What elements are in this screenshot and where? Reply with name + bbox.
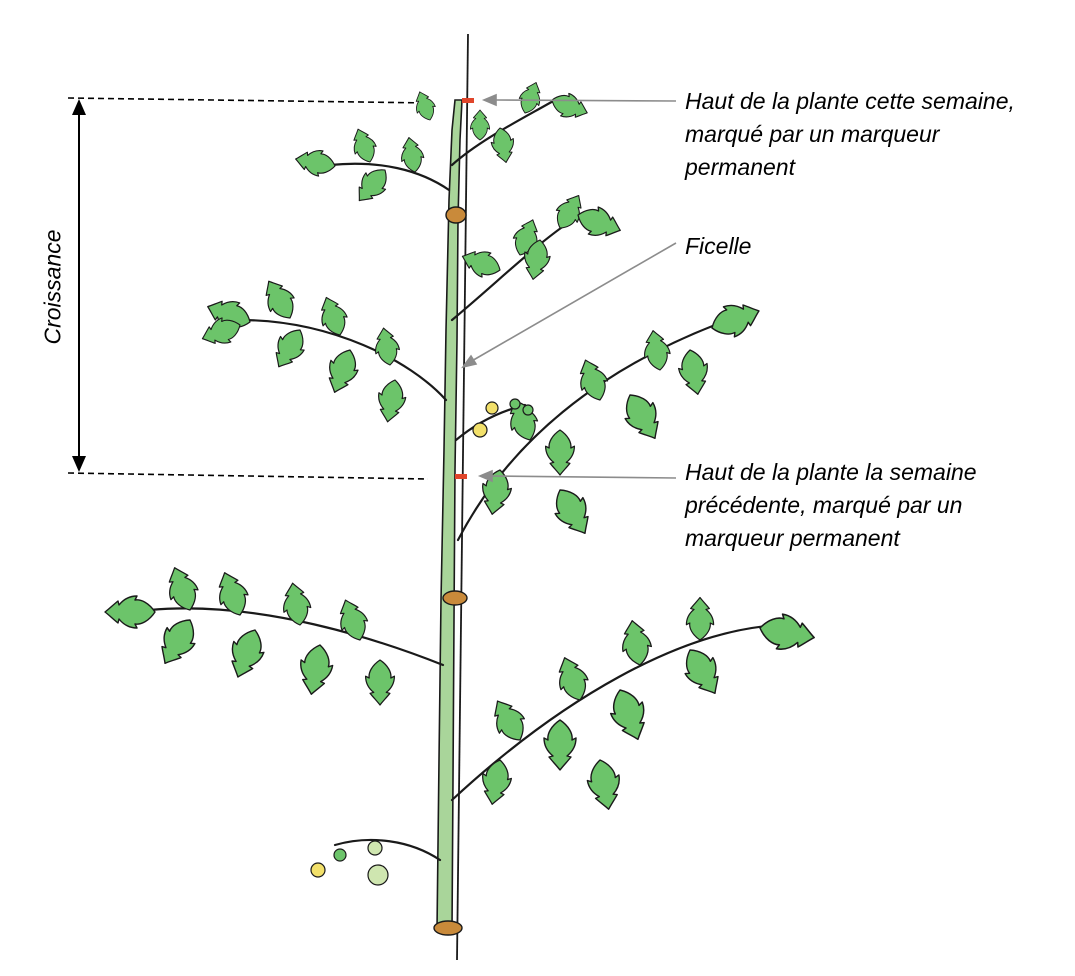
- flower-cluster-lower: [310, 840, 389, 886]
- flower-cluster-upper: [472, 398, 534, 438]
- label-growth: Croissance: [37, 229, 70, 344]
- marker-this-week: [462, 98, 474, 103]
- pointer-top-this-week: [494, 99, 677, 102]
- label-line: précédente, marqué par un: [685, 492, 963, 518]
- label-line: Croissance: [39, 229, 66, 345]
- leaves: [104, 78, 818, 813]
- label-line: permanent: [685, 154, 795, 180]
- pointers: [461, 93, 677, 483]
- marker-previous-week: [455, 474, 467, 479]
- label-string: Ficelle: [685, 230, 751, 263]
- lower-dashed-line: [67, 472, 429, 480]
- upper-dashed-line: [67, 97, 433, 104]
- pointer-string: [469, 242, 677, 363]
- label-top-previous-week: Haut de la plante la semaine précédente,…: [685, 456, 977, 555]
- label-line: Haut de la plante la semaine: [685, 459, 977, 485]
- label-line: marqué par un marqueur: [685, 121, 940, 147]
- label-top-this-week: Haut de la plante cette semaine, marqué …: [685, 85, 1015, 184]
- plant-clips: [433, 206, 468, 936]
- tomato-plant-illustration: [104, 33, 818, 961]
- label-line: marqueur permanent: [685, 525, 900, 551]
- pointer-top-previous-week: [489, 475, 677, 479]
- plant-clip: [433, 920, 463, 936]
- label-line: Haut de la plante cette semaine,: [685, 88, 1015, 114]
- branches: [148, 98, 782, 862]
- label-line: Ficelle: [685, 233, 752, 259]
- growth-arrowhead-down: [72, 456, 86, 472]
- growth-dimension: [67, 97, 433, 480]
- string: [456, 33, 469, 961]
- plant-clip: [445, 206, 467, 224]
- growth-arrowhead-up: [72, 99, 86, 115]
- plant-clip: [442, 590, 468, 606]
